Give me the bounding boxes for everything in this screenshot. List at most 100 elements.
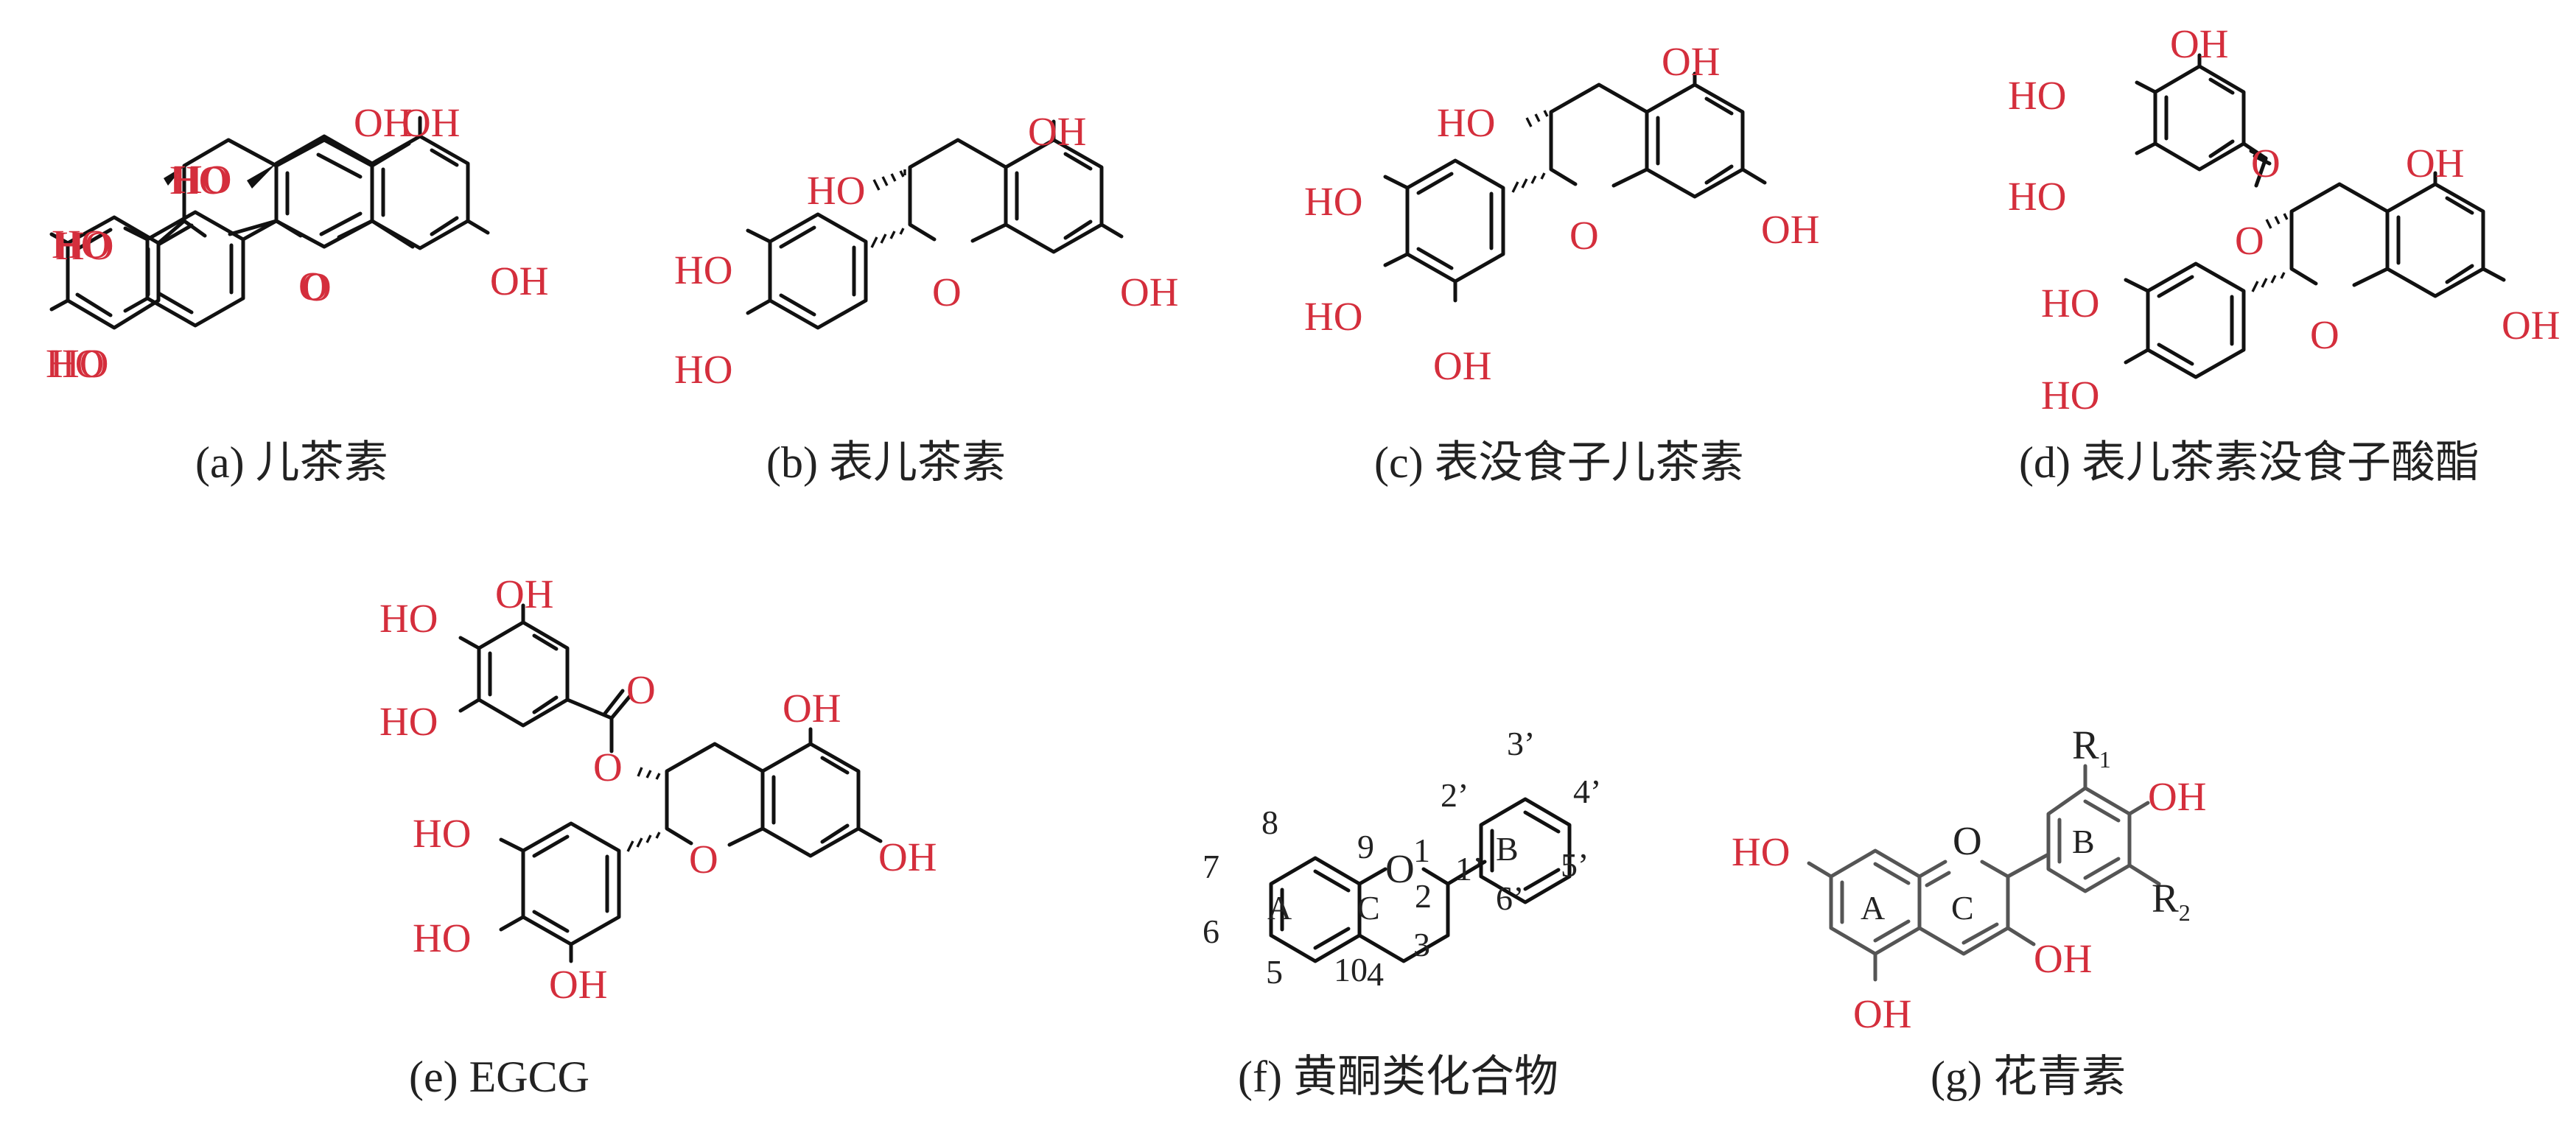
structure-c-epigallocatechin: OH HO OH O HO HO OH (c) 表没食子儿茶素 bbox=[1304, 39, 1819, 487]
caption-c: (c) 表没食子儿茶素 bbox=[1374, 438, 1744, 487]
position-3-prime: 3’ bbox=[1507, 725, 1535, 762]
oh-label: OH bbox=[495, 572, 553, 616]
position-1: 1 bbox=[1413, 832, 1430, 869]
ho-label: HO bbox=[169, 158, 228, 203]
oh-label: OH bbox=[1120, 270, 1178, 314]
ring-c-label: C bbox=[1951, 889, 1974, 927]
caption-f: (f) 黄酮类化合物 bbox=[1238, 1053, 1558, 1101]
ho-label: HO bbox=[2041, 373, 2099, 418]
ho-label: HO bbox=[50, 341, 108, 386]
position-4-prime: 4’ bbox=[1573, 773, 1601, 810]
oh-label: OH bbox=[2148, 774, 2206, 819]
structure-b-epicatechin: OH HO OH O HO HO (b) 表儿茶素 bbox=[674, 109, 1178, 487]
hashed-wedge bbox=[870, 228, 905, 248]
oh-label: OH bbox=[1761, 207, 1819, 252]
position-5: 5 bbox=[1266, 953, 1283, 991]
ring-a-label: A bbox=[1861, 889, 1885, 927]
carbonyl-oxygen-label: O bbox=[626, 667, 656, 712]
hashed-wedge bbox=[637, 767, 661, 780]
hashed-wedge bbox=[626, 832, 661, 852]
r1-label: R1 bbox=[2072, 723, 2111, 773]
position-2-prime: 2’ bbox=[1441, 776, 1469, 814]
oh-label: OH bbox=[549, 962, 607, 1007]
structure-d-epicatechin-gallate: OH HO HO O O OH OH O HO HO (d) 表儿茶素没食子酸酯 bbox=[2008, 21, 2560, 487]
position-5-prime: 5’ bbox=[1561, 846, 1589, 884]
labels-a: OH HO OH O HO HO bbox=[50, 100, 548, 386]
ring-oxygen-label: O bbox=[1569, 213, 1599, 258]
position-3: 3 bbox=[1413, 926, 1430, 963]
position-4: 4 bbox=[1367, 955, 1384, 993]
position-2: 2 bbox=[1415, 877, 1432, 915]
oh-label: OH bbox=[2406, 141, 2464, 186]
oh-label: OH bbox=[2170, 21, 2228, 66]
oh-label: OH bbox=[783, 686, 841, 731]
caption-d: (d) 表儿茶素没食子酸酯 bbox=[2019, 438, 2479, 487]
ring-oxygen-label: O bbox=[302, 264, 332, 309]
ho-label: HO bbox=[2008, 73, 2066, 118]
ho-label: HO bbox=[413, 916, 471, 960]
ho-label: HO bbox=[46, 341, 104, 386]
r2-label: R2 bbox=[2152, 876, 2191, 926]
ring-oxygen-label: O bbox=[298, 264, 328, 309]
ho-label: HO bbox=[55, 223, 113, 268]
ring-b-label: B bbox=[2072, 823, 2095, 860]
hashed-wedge bbox=[872, 170, 905, 191]
ho-label: HO bbox=[674, 347, 732, 392]
ho-label: HO bbox=[1304, 294, 1362, 339]
ho-label: HO bbox=[379, 596, 438, 641]
oh-label: OH bbox=[2034, 936, 2092, 981]
hashed-wedge bbox=[1511, 172, 1546, 193]
structure-e-egcg: OH HO HO O O OH OH O HO HO OH (e) EGCG bbox=[379, 572, 937, 1101]
oh-label: OH bbox=[490, 259, 548, 303]
ho-label: HO bbox=[52, 222, 110, 267]
bonds-a bbox=[123, 116, 490, 328]
oh-label: OH bbox=[1028, 109, 1086, 154]
ring-oxygen-label: O bbox=[2310, 312, 2339, 357]
ester-oxygen-label: O bbox=[593, 745, 623, 790]
position-1-prime: 1’ bbox=[1455, 850, 1483, 888]
position-9: 9 bbox=[1357, 828, 1374, 865]
structure-f-flavonoid-skeleton: O A C B 1 2 3 4 5 6 7 8 9 10 1’ 2’ 3’ 4’… bbox=[1203, 725, 1601, 1101]
ho-label: HO bbox=[674, 247, 732, 292]
oh-label: OH bbox=[1662, 39, 1720, 84]
caption-b: (b) 表儿茶素 bbox=[766, 438, 1006, 487]
ho-label: HO bbox=[379, 699, 438, 744]
ester-oxygen-label: O bbox=[2235, 218, 2264, 263]
hashed-wedge bbox=[2251, 272, 2286, 292]
carbonyl-oxygen-label: O bbox=[2251, 141, 2281, 186]
ring-oxygen-label: O bbox=[1953, 818, 1982, 863]
structure-g-anthocyanidin: HO O OH OH OH A C B R1 R2 (g) 花青素 bbox=[1732, 723, 2206, 1101]
oh-label: OH bbox=[354, 100, 412, 145]
ring-b-label: B bbox=[1496, 830, 1519, 868]
ho-label: HO bbox=[413, 811, 471, 856]
ring-oxygen-label: O bbox=[1385, 846, 1415, 891]
position-6: 6 bbox=[1203, 913, 1219, 950]
oh-label: OH bbox=[1433, 343, 1491, 388]
hashed-wedge bbox=[2265, 213, 2289, 229]
oh-label: OH bbox=[878, 834, 937, 879]
position-10: 10 bbox=[1334, 951, 1368, 988]
oh-label: OH bbox=[1853, 991, 1911, 1036]
position-7: 7 bbox=[1203, 848, 1219, 885]
caption-g: (g) 花青素 bbox=[1931, 1053, 2126, 1101]
hashed-wedge bbox=[1525, 110, 1549, 127]
ho-label: HO bbox=[1437, 100, 1495, 145]
caption-a: (a) 儿茶素 bbox=[195, 438, 388, 487]
ho-label: HO bbox=[2008, 174, 2066, 219]
position-6-prime: 6’ bbox=[1496, 879, 1524, 917]
ho-label: HO bbox=[173, 157, 231, 202]
ring-oxygen-label: O bbox=[689, 837, 718, 882]
ring-a-label: A bbox=[1267, 889, 1292, 927]
ring-oxygen-label: O bbox=[932, 270, 962, 314]
position-8: 8 bbox=[1261, 804, 1278, 841]
oh-label: OH bbox=[402, 100, 460, 145]
ring-c-label: C bbox=[1357, 889, 1380, 927]
ho-label: HO bbox=[1304, 179, 1362, 224]
oh-label: OH bbox=[2502, 303, 2560, 348]
ho-label: HO bbox=[1732, 829, 1790, 874]
ho-label: HO bbox=[2041, 281, 2099, 326]
caption-e: (e) EGCG bbox=[409, 1053, 589, 1101]
ho-label: HO bbox=[807, 168, 865, 213]
